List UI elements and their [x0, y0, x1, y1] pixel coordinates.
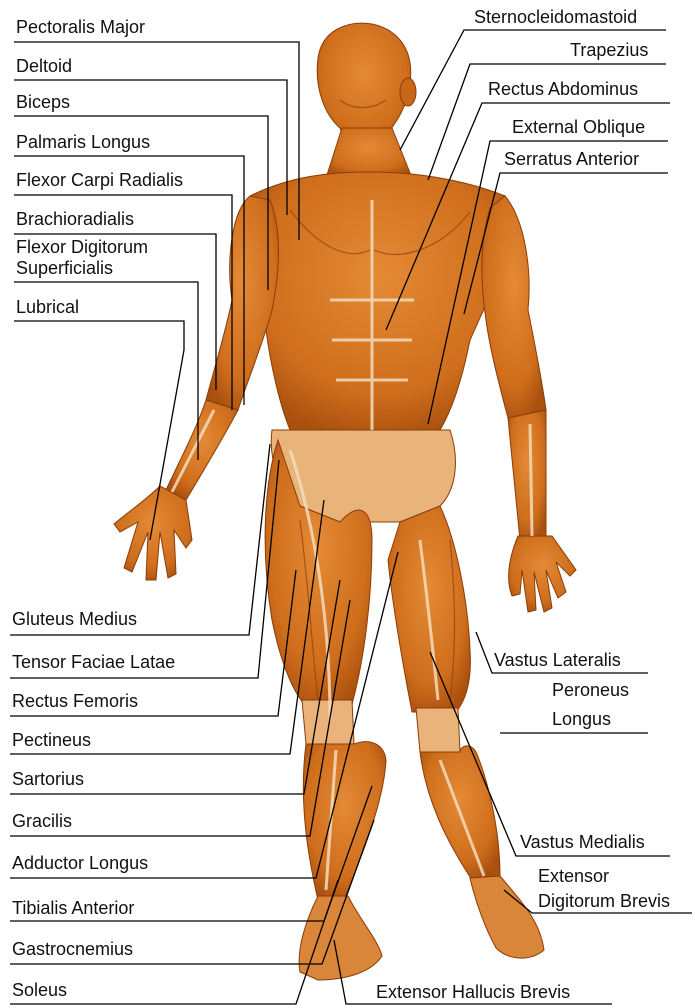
- label-pectoralis-major: Pectoralis Major: [16, 17, 145, 37]
- label-soleus: Soleus: [12, 980, 67, 1000]
- label-longus: Longus: [552, 709, 611, 729]
- label-palmaris-longus: Palmaris Longus: [16, 132, 150, 152]
- label-rectus-abdominus: Rectus Abdominus: [488, 79, 638, 99]
- label-gastrocnemius: Gastrocnemius: [12, 939, 133, 959]
- label-lubrical: Lubrical: [16, 297, 79, 317]
- label-flexor-digitorum: Flexor Digitorum: [16, 237, 148, 257]
- left-foot: [299, 896, 382, 980]
- label-peroneus: Peroneus: [552, 680, 629, 700]
- neck: [326, 128, 412, 178]
- ear: [400, 78, 416, 106]
- label-biceps: Biceps: [16, 92, 70, 112]
- label-brachioradialis: Brachioradialis: [16, 209, 134, 229]
- right-hand: [509, 536, 576, 612]
- left-knee: [302, 700, 354, 744]
- right-forearm-tendon: [530, 424, 532, 536]
- label-sartorius: Sartorius: [12, 769, 84, 789]
- label-vastus-medialis: Vastus Medialis: [520, 832, 645, 852]
- label-deltoid: Deltoid: [16, 56, 72, 76]
- label-tibialis-anterior: Tibialis Anterior: [12, 898, 134, 918]
- label-trapezius: Trapezius: [570, 40, 648, 60]
- label-sternocleidomastoid: Sternocleidomastoid: [474, 7, 637, 27]
- leader-palmaris-longus: [14, 156, 244, 405]
- right-foot: [470, 876, 544, 958]
- label-serratus-anterior: Serratus Anterior: [504, 149, 639, 169]
- right-knee: [416, 708, 460, 752]
- label-vastus-lateralis: Vastus Lateralis: [494, 650, 621, 670]
- label-tensor-faciae-latae: Tensor Faciae Latae: [12, 652, 175, 672]
- label-pectineus: Pectineus: [12, 730, 91, 750]
- label-flexor-carpi-radialis: Flexor Carpi Radialis: [16, 170, 183, 190]
- label-adductor-longus: Adductor Longus: [12, 853, 148, 873]
- right-upper-arm: [482, 196, 546, 418]
- label-extensor: Extensor: [538, 866, 609, 886]
- label-gluteus-medius: Gluteus Medius: [12, 609, 137, 629]
- label-extensor-hallucis-brevis: Extensor Hallucis Brevis: [376, 982, 570, 1002]
- label-digitorum-brevis: Digitorum Brevis: [538, 891, 670, 911]
- left-hand: [114, 486, 192, 580]
- label-rectus-femoris: Rectus Femoris: [12, 691, 138, 711]
- right-forearm: [508, 410, 546, 540]
- leader-tensor-faciae-latae: [10, 460, 279, 678]
- label-superficialis: Superficialis: [16, 258, 113, 278]
- label-external-oblique: External Oblique: [512, 117, 645, 137]
- label-gracilis: Gracilis: [12, 811, 72, 831]
